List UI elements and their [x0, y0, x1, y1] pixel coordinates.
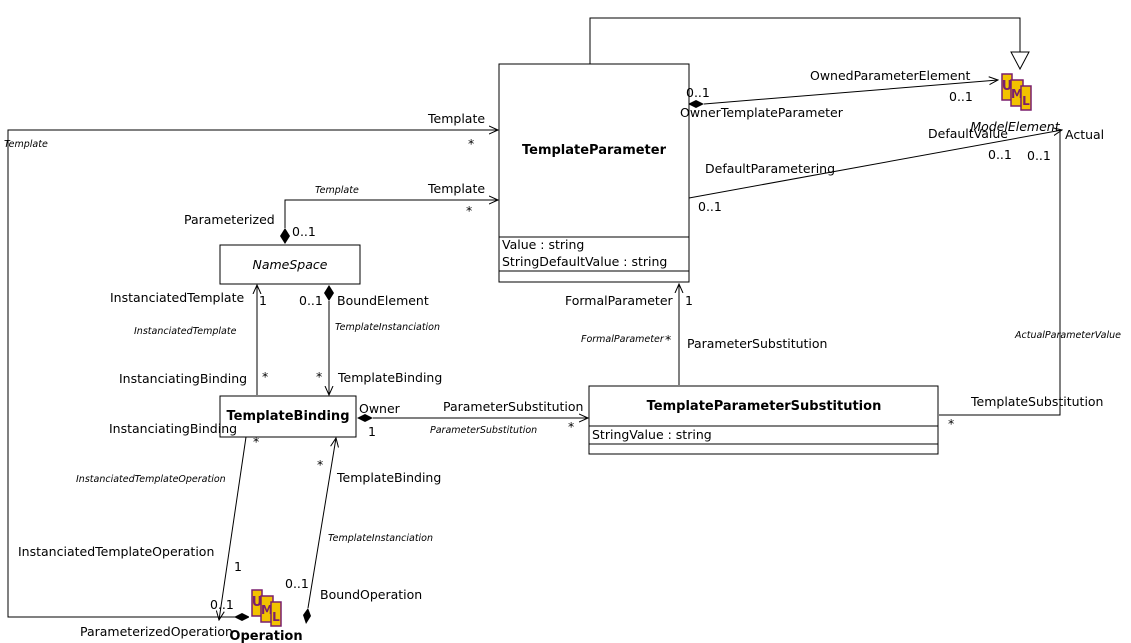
- operation-name: Operation: [229, 629, 302, 643]
- multiplicity-label: *: [665, 332, 671, 347]
- association-bound-element: [324, 285, 334, 395]
- role-label: OwnerTemplateParameter: [680, 105, 844, 120]
- role-label: OwnedParameterElement: [810, 68, 970, 83]
- association-name: ActualParameterValue: [1014, 330, 1121, 341]
- role-label: Parameterized: [184, 212, 275, 227]
- attribute: StringDefaultValue : string: [502, 254, 667, 269]
- class-name: NameSpace: [253, 257, 328, 272]
- association-bound-operation: [303, 438, 336, 624]
- role-label: FormalParameter: [565, 293, 674, 308]
- role-label: Actual: [1065, 127, 1104, 142]
- association-owned-parameter-element: [688, 80, 998, 108]
- class-template-parameter[interactable]: TemplateParameter Value : string StringD…: [498, 63, 690, 283]
- multiplicity-label: 0..1: [949, 89, 973, 104]
- modelelement-name: ModelElement: [970, 119, 1060, 134]
- class-name: TemplateBinding: [226, 409, 349, 424]
- role-label: InstanciatedTemplateOperation: [18, 544, 214, 559]
- association-name: TemplateInstanciation: [335, 322, 440, 333]
- uml-letter-u: U: [1002, 79, 1013, 94]
- association-name: Template: [4, 139, 48, 150]
- multiplicity-label: *: [466, 203, 472, 218]
- operation-uml-icon[interactable]: U M L: [249, 588, 283, 628]
- association-instanciated-template-operation: [219, 436, 247, 620]
- role-label: Template: [427, 181, 485, 196]
- association-parameterized-operation-end: [234, 613, 250, 621]
- multiplicity-label: *: [568, 419, 574, 434]
- class-template-binding[interactable]: TemplateBinding: [219, 395, 357, 438]
- association-default-parametering: [688, 130, 1062, 199]
- role-label: TemplateSubstitution: [970, 394, 1103, 409]
- role-label: DefaultParametering: [705, 161, 835, 176]
- attribute: Value : string: [502, 237, 584, 252]
- association-template-operation-loop: [7, 130, 498, 618]
- multiplicity-label: *: [948, 416, 954, 431]
- association-name: InstanciatedTemplateOperation: [76, 474, 226, 485]
- uml-letter-m: M: [261, 603, 273, 617]
- multiplicity-label: 0..1: [210, 597, 234, 612]
- association-namespace-template: [280, 200, 498, 244]
- association-name: InstanciatedTemplate: [134, 326, 237, 337]
- role-label: DefaultValue: [928, 126, 1008, 141]
- association-parameter-substitution: [357, 414, 588, 422]
- association-name: Template: [315, 185, 359, 196]
- class-name: TemplateParameterSubstitution: [647, 399, 882, 414]
- modelelement-uml-icon[interactable]: U M L: [999, 72, 1033, 112]
- multiplicity-label: 1: [368, 424, 376, 439]
- multiplicity-label: *: [316, 369, 322, 384]
- role-label: ParameterizedOperation: [80, 624, 233, 639]
- multiplicity-label: *: [253, 434, 259, 449]
- multiplicity-label: *: [468, 136, 474, 151]
- role-label: TemplateBinding: [337, 370, 442, 385]
- multiplicity-label: 1: [234, 559, 242, 574]
- multiplicity-label: *: [317, 457, 323, 472]
- role-label: BoundElement: [337, 293, 429, 308]
- multiplicity-label: 1: [685, 293, 693, 308]
- uml-letter-l: L: [1022, 94, 1030, 108]
- role-label: InstanciatedTemplate: [110, 290, 244, 305]
- association-name: ParameterSubstitution: [430, 425, 537, 436]
- multiplicity-label: 0..1: [285, 576, 309, 591]
- class-namespace[interactable]: NameSpace: [219, 244, 361, 285]
- uml-letter-l: L: [272, 610, 280, 624]
- uml-letter-m: M: [1011, 87, 1023, 101]
- role-label: InstanciatingBinding: [119, 371, 247, 386]
- class-name: TemplateParameter: [522, 143, 667, 158]
- generalization-templateparameter-modelelement: [589, 17, 1030, 71]
- multiplicity-label: *: [262, 369, 268, 384]
- association-name: FormalParameter: [581, 334, 665, 345]
- association-name: TemplateInstanciation: [328, 533, 433, 544]
- multiplicity-label: 0..1: [1027, 148, 1051, 163]
- multiplicity-label: 0..1: [299, 293, 323, 308]
- role-label: ParameterSubstitution: [687, 336, 827, 351]
- uml-letter-u: U: [252, 595, 263, 610]
- class-template-parameter-substitution[interactable]: TemplateParameterSubstitution StringValu…: [588, 385, 939, 455]
- role-label: ParameterSubstitution: [443, 399, 583, 414]
- attribute: StringValue : string: [592, 427, 712, 442]
- role-label: Template: [427, 111, 485, 126]
- multiplicity-label: 0..1: [988, 147, 1012, 162]
- association-actual-parameter-value: [939, 130, 1061, 416]
- multiplicity-label: 0..1: [686, 85, 710, 100]
- multiplicity-label: 0..1: [698, 199, 722, 214]
- role-label: TemplateBinding: [336, 470, 441, 485]
- multiplicity-label: 1: [259, 293, 267, 308]
- role-label: InstanciatingBinding: [109, 421, 237, 436]
- role-label: BoundOperation: [320, 587, 422, 602]
- role-label: Owner: [359, 401, 401, 416]
- multiplicity-label: 0..1: [292, 224, 316, 239]
